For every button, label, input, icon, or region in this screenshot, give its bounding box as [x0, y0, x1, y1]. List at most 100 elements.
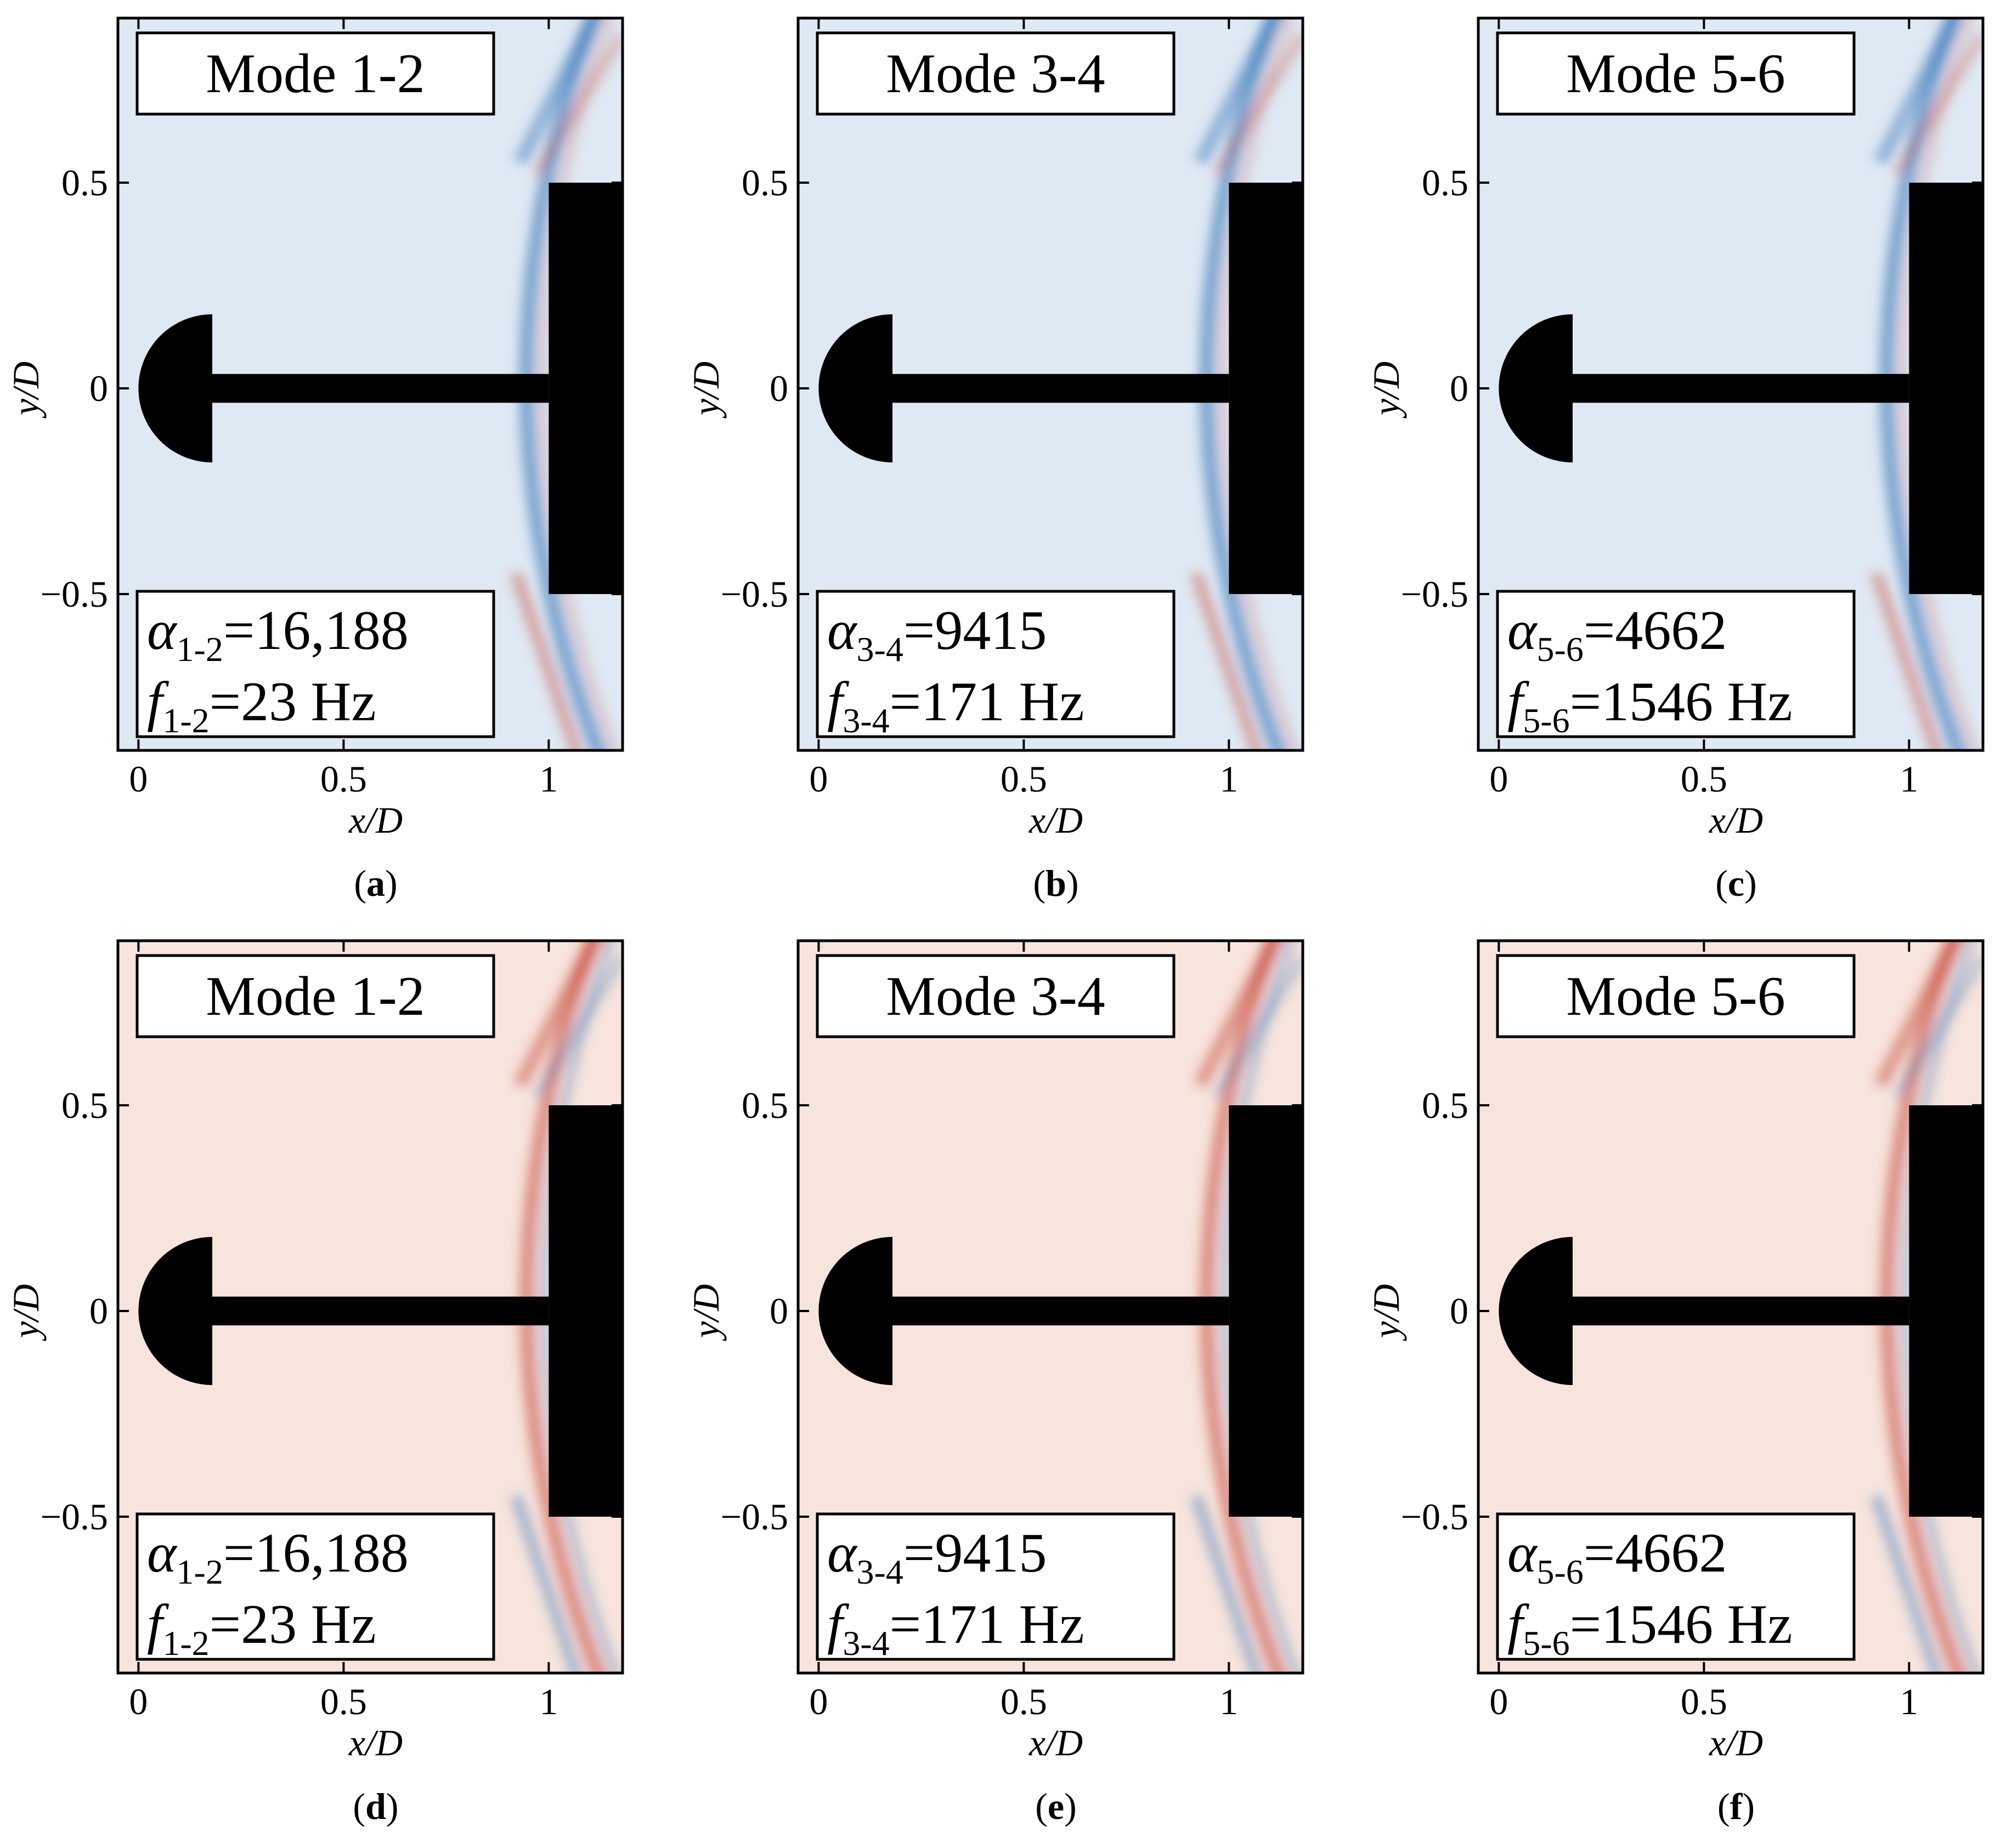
mode-title-box: [816, 954, 1175, 1038]
y-axis-label: y/D: [5, 361, 47, 419]
x-axis-label: x/D: [1028, 1722, 1083, 1764]
panel-caption: (a): [354, 862, 397, 904]
mode-parameter-box: [135, 1512, 495, 1661]
y-tick-label: 0.5: [61, 162, 108, 204]
spike-rod: [880, 1296, 1229, 1326]
y-tick-label: 0.5: [742, 1084, 788, 1126]
aerodisk-hemisphere: [138, 314, 213, 462]
spike-rod: [200, 1296, 549, 1326]
blunt-body: [1229, 183, 1303, 594]
amplitude-label: α3-4=9415: [827, 600, 1047, 669]
frequency-label: f5-6=1546 Hz: [1507, 1593, 1793, 1663]
y-tick-label: 0.5: [1422, 162, 1468, 204]
x-axis-label: x/D: [1709, 799, 1763, 841]
blunt-body: [549, 183, 623, 594]
aerodisk-hemisphere: [818, 1237, 893, 1385]
amplitude-label: α3-4=9415: [827, 1522, 1047, 1591]
plot-frame: [796, 16, 1304, 752]
mode-title: Mode 5-6: [1566, 965, 1785, 1027]
x-tick-label: 0.5: [1001, 758, 1047, 800]
x-tick-label: 0: [809, 758, 828, 800]
mode-parameter-box: [135, 590, 495, 738]
blunt-body: [1909, 183, 1983, 594]
y-axis-label: y/D: [685, 1284, 727, 1341]
plot-frame: [1477, 939, 1985, 1675]
mode-title-box: [1496, 954, 1856, 1038]
x-axis-label: x/D: [1709, 1722, 1763, 1764]
y-tick-label: −0.5: [721, 1496, 788, 1538]
blunt-body: [1229, 1105, 1303, 1517]
y-tick-label: −0.5: [41, 1496, 108, 1538]
aerodisk-hemisphere: [138, 1237, 213, 1385]
mode-title: Mode 5-6: [1566, 43, 1785, 105]
x-tick-label: 1: [1900, 1681, 1918, 1722]
x-tick-label: 0.5: [320, 758, 367, 800]
spike-rod: [200, 374, 549, 403]
panel-caption: (c): [1715, 862, 1757, 904]
x-tick-label: 1: [1900, 758, 1918, 800]
mode-title: Mode 3-4: [886, 43, 1105, 105]
x-tick-label: 0.5: [1001, 1681, 1047, 1722]
x-tick-label: 0.5: [320, 1681, 367, 1722]
y-tick-label: 0: [1450, 368, 1468, 409]
frequency-label: f1-2=23 Hz: [147, 671, 376, 740]
y-tick-label: 0: [1450, 1290, 1468, 1332]
panel-caption: (b): [1033, 862, 1078, 904]
panel-caption: (d): [353, 1785, 398, 1827]
mode-title-box: [135, 954, 495, 1038]
mode-parameter-box: [816, 1512, 1175, 1661]
x-tick-label: 0: [809, 1681, 828, 1722]
amplitude-label: α5-6=4662: [1507, 600, 1727, 669]
frequency-label: f3-4=171 Hz: [827, 1593, 1084, 1663]
spike-rod: [1560, 1296, 1909, 1326]
panel-caption: (f): [1717, 1785, 1755, 1827]
x-tick-label: 1: [1219, 758, 1238, 800]
mode-title: Mode 1-2: [206, 965, 425, 1027]
y-axis-label: y/D: [1365, 361, 1407, 419]
y-tick-label: −0.5: [41, 573, 108, 615]
y-tick-label: 0: [770, 1290, 788, 1332]
plot-frame: [1477, 16, 1985, 752]
y-tick-label: 0.5: [1422, 1084, 1468, 1126]
mode-title-box: [1496, 31, 1856, 116]
y-tick-label: 0: [770, 368, 788, 409]
y-tick-label: 0.5: [61, 1084, 108, 1126]
blunt-body: [549, 1105, 623, 1517]
x-axis-label: x/D: [348, 799, 403, 841]
y-tick-label: 0: [89, 1290, 108, 1332]
mode-title-box: [816, 31, 1175, 116]
y-tick-label: 0.5: [742, 162, 788, 204]
blunt-body: [1909, 1105, 1983, 1517]
y-tick-label: −0.5: [1401, 1496, 1468, 1538]
y-axis-label: y/D: [1365, 1284, 1407, 1341]
x-tick-label: 1: [539, 758, 558, 800]
y-tick-label: 0: [89, 368, 108, 409]
x-axis-label: x/D: [1028, 799, 1083, 841]
x-tick-label: 0.5: [1681, 1681, 1727, 1722]
x-tick-label: 1: [539, 1681, 558, 1722]
mode-title-box: [135, 31, 495, 116]
aerodisk-hemisphere: [1499, 1237, 1573, 1385]
frequency-label: f1-2=23 Hz: [147, 1593, 376, 1663]
x-tick-label: 0: [129, 1681, 148, 1722]
plot-frame: [796, 939, 1304, 1675]
mode-parameter-box: [1496, 1512, 1856, 1661]
plot-frame: [116, 939, 624, 1675]
spike-rod: [880, 374, 1229, 403]
y-axis-label: y/D: [5, 1284, 47, 1341]
mode-title: Mode 3-4: [886, 965, 1105, 1027]
x-tick-label: 0: [1489, 758, 1508, 800]
y-tick-label: −0.5: [721, 573, 788, 615]
y-tick-label: −0.5: [1401, 573, 1468, 615]
x-tick-label: 1: [1219, 1681, 1238, 1722]
panel-e: 0 0.5 1 0.5 0 −0.5 x/D y/D Mode 3-4 α3-4=9415f3-4…: [685, 939, 1304, 1827]
amplitude-label: α1-2=16,188: [147, 1522, 409, 1591]
aerodisk-hemisphere: [818, 314, 893, 462]
x-tick-label: 0: [1489, 1681, 1508, 1722]
